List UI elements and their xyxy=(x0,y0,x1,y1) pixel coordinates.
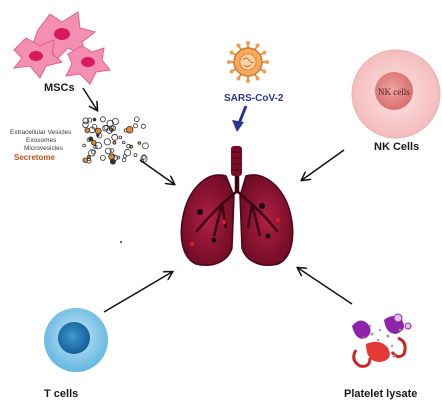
vesicle-dot xyxy=(102,124,109,132)
t-cells-label: T cells xyxy=(44,388,78,400)
arrow-tcells-to-lungs xyxy=(103,272,172,313)
secretome-label: Secretome xyxy=(14,153,55,162)
vesicle-dot xyxy=(111,118,119,126)
arrow-secretome-to-lungs xyxy=(139,159,174,184)
virus-spike-tip xyxy=(246,79,250,83)
vesicle-dot xyxy=(124,149,132,157)
vesicle-dot xyxy=(110,125,117,132)
vesicle-dot xyxy=(141,154,147,160)
vesicle-dot xyxy=(103,138,112,146)
virus-icon xyxy=(227,41,269,83)
vesicle-dot xyxy=(84,127,90,133)
virus-spike-tip xyxy=(262,69,267,74)
vesicle-dot xyxy=(96,133,100,137)
mscs-label: MSCs xyxy=(44,82,75,94)
vesicle-dot xyxy=(92,117,97,122)
vesicle-dot xyxy=(82,143,86,148)
virus-spike-tip xyxy=(236,76,241,81)
vesicle-dot xyxy=(82,121,89,128)
vesicle-dot xyxy=(88,149,96,157)
vesicle-dot xyxy=(109,158,116,165)
vesicle-dot xyxy=(94,142,102,150)
vesicle-dot xyxy=(109,148,115,153)
vesicle-dot xyxy=(91,124,98,130)
vesicle-dot xyxy=(106,119,114,127)
vesicle-dot xyxy=(100,154,106,161)
arrows xyxy=(82,87,353,313)
virus-spike-tip xyxy=(262,50,267,55)
vesicle-dot xyxy=(140,155,148,163)
virus-spike-tip xyxy=(246,41,250,45)
vesicle-dot xyxy=(95,127,102,135)
arrow-nk-to-lungs xyxy=(302,149,345,180)
platelet-lysate-label: Platelet lysate xyxy=(344,388,417,400)
vesicle-dot xyxy=(82,117,89,124)
vesicle-dot xyxy=(121,157,127,163)
virus-spike-tip xyxy=(255,43,260,48)
arrow-msc-to-vesicles xyxy=(82,87,97,110)
sars-cov-2-label: SARS-CoV-2 xyxy=(224,93,284,104)
virus-spike-tip xyxy=(265,60,269,64)
vesicle-dot xyxy=(118,135,123,140)
vesicle-dot xyxy=(87,117,93,123)
nk-cells-inner-label: NK cells xyxy=(378,87,410,97)
nk-cells-label: NK Cells xyxy=(374,141,419,153)
vesicle-dot xyxy=(126,143,131,149)
virus-spike-tip xyxy=(229,50,234,55)
vesicle-dot xyxy=(116,155,121,160)
extracellular-vesicles-label: Extracellular Vesicles xyxy=(10,129,72,136)
vesicle-dot xyxy=(121,140,126,145)
vesicle-dot xyxy=(137,141,142,145)
vesicle-dot xyxy=(140,123,146,129)
vesicle-dot xyxy=(109,127,114,132)
nk-cell-icon xyxy=(351,49,441,139)
vesicle-dot xyxy=(125,125,134,134)
arrow-platelet-to-lungs xyxy=(298,268,353,305)
stray-dot xyxy=(120,241,122,243)
vesicle-dot xyxy=(133,123,138,129)
vesicle-dot xyxy=(100,116,106,123)
vesicle-dot xyxy=(134,116,140,123)
vesicle-dot xyxy=(141,142,149,150)
lungs-icon xyxy=(180,146,294,266)
exosomes-label: Exosomes xyxy=(26,137,57,144)
vesicle-dot xyxy=(87,155,91,159)
virus-spike-tip xyxy=(255,76,260,81)
msc-cells-icon xyxy=(12,11,111,85)
microvesicles-label: Microvesicles xyxy=(24,145,64,152)
platelet-lysate-icon xyxy=(352,313,412,368)
virus-spike-tip xyxy=(229,69,234,74)
virus-spike-tip xyxy=(227,60,231,64)
vesicles-icon xyxy=(82,116,149,165)
vesicle-dot xyxy=(91,139,97,146)
vesicle-dot xyxy=(88,136,94,142)
vesicle-dot xyxy=(105,147,112,155)
vesicle-dot xyxy=(133,153,138,158)
virus-spike-tip xyxy=(236,43,241,48)
vesicle-dot xyxy=(111,133,119,141)
vesicle-dot xyxy=(112,140,117,145)
t-cell-icon xyxy=(44,308,108,372)
vesicle-dot xyxy=(82,157,88,163)
virus-arrow xyxy=(232,105,248,132)
